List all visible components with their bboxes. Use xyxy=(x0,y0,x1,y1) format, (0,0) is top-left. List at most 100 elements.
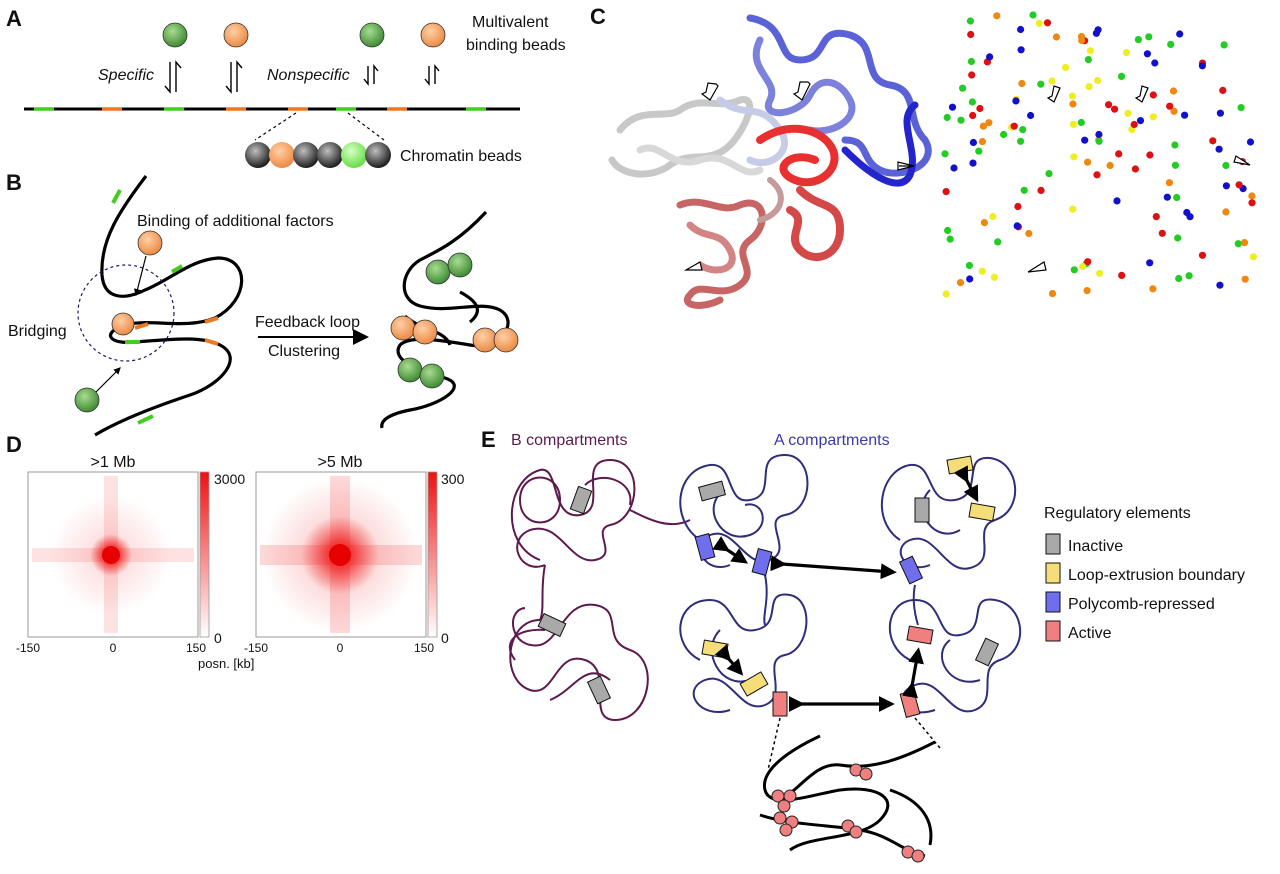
bridging-label: Bridging xyxy=(8,323,67,340)
orange-binding-bead xyxy=(493,327,519,353)
particle xyxy=(1113,197,1121,205)
tick-left-2: -150 xyxy=(244,641,268,655)
particle xyxy=(944,226,952,235)
particle xyxy=(1070,266,1078,274)
orange-binding-bead xyxy=(390,315,416,341)
particle xyxy=(1077,32,1086,41)
particle xyxy=(968,71,976,79)
orange-site xyxy=(204,316,219,324)
particle xyxy=(1069,120,1077,128)
particle xyxy=(968,98,977,106)
green-site xyxy=(111,189,122,204)
inactive-element xyxy=(697,480,727,502)
orange-binding-bead xyxy=(111,312,135,336)
highlight-arrows xyxy=(683,81,915,271)
colorbar1-max: 3000 xyxy=(214,471,245,487)
particle xyxy=(1070,153,1078,161)
particle xyxy=(1048,77,1056,85)
tick-right-1: 150 xyxy=(186,641,206,655)
interaction-arrows xyxy=(712,465,979,712)
bridging-circle xyxy=(77,264,175,362)
chromatin-beads-label: Chromatin beads xyxy=(400,148,522,165)
particle xyxy=(1043,19,1052,27)
a-compartment-loops xyxy=(679,453,1022,714)
green-site xyxy=(137,414,154,425)
polymer-rendering xyxy=(608,14,932,309)
heatmap2-title: >5 Mb xyxy=(318,454,363,471)
particle xyxy=(1037,80,1045,88)
particle xyxy=(1216,109,1224,117)
particle xyxy=(1095,130,1103,139)
green-binding-bead xyxy=(425,259,451,285)
particle xyxy=(946,235,954,243)
particle xyxy=(990,273,999,281)
panel-c: C xyxy=(590,4,1257,309)
particle xyxy=(1170,107,1178,115)
boundary-interaction xyxy=(953,465,979,503)
particle xyxy=(1248,199,1256,207)
particle xyxy=(1084,56,1092,64)
binding-additional-label: Binding of additional factors xyxy=(137,213,334,230)
arrow-marker xyxy=(1233,155,1251,166)
tick-mid-1: 0 xyxy=(110,641,117,655)
particle xyxy=(941,150,949,158)
particle xyxy=(1062,63,1070,71)
arrow-marker xyxy=(792,81,811,101)
orange-binding-bead xyxy=(137,230,163,256)
active-element xyxy=(906,625,934,645)
particle xyxy=(1237,104,1245,112)
particle xyxy=(1235,181,1243,189)
particle xyxy=(1222,182,1230,190)
particle xyxy=(989,212,997,221)
particle xyxy=(1173,193,1181,202)
highlight-arrows xyxy=(1027,85,1251,273)
panel-d: D >1 Mb 3000 0 >5 Mb 300 0 -150 0 150 -1… xyxy=(6,432,465,671)
b-compartments-label: B compartments xyxy=(511,432,627,449)
particle xyxy=(1079,262,1087,271)
particle xyxy=(1069,205,1077,213)
colorbar2-max: 300 xyxy=(441,471,465,487)
particle xyxy=(1209,137,1217,145)
particle xyxy=(1111,105,1119,113)
arrow-marker xyxy=(1046,85,1061,103)
particle xyxy=(967,57,976,66)
particle xyxy=(969,159,977,167)
particle xyxy=(1086,47,1094,55)
particle xyxy=(1035,19,1043,27)
panel-a-label: A xyxy=(6,6,22,31)
particle xyxy=(975,147,983,155)
panel-b-label: B xyxy=(6,170,22,195)
legend-swatch-inactive xyxy=(1045,533,1061,555)
equilibrium-arrows xyxy=(164,60,440,94)
particle xyxy=(1045,170,1053,178)
particle xyxy=(1176,30,1184,38)
particle xyxy=(1222,161,1230,170)
particle xyxy=(1216,281,1224,289)
inactive-element xyxy=(586,675,612,705)
chromatin-fiber-left xyxy=(94,175,244,437)
particle xyxy=(1018,79,1026,88)
particle xyxy=(1069,100,1077,108)
particle xyxy=(1163,193,1171,201)
particle xyxy=(950,164,958,172)
particle xyxy=(966,275,974,283)
inactive-element xyxy=(974,637,1000,667)
active-interaction xyxy=(902,647,924,699)
particle xyxy=(1136,117,1145,125)
particle xyxy=(1165,179,1173,187)
particle xyxy=(1081,136,1089,144)
arrow-marker xyxy=(700,82,719,101)
polycomb-element xyxy=(898,555,924,585)
particle xyxy=(1083,287,1091,295)
particle xyxy=(1130,120,1138,129)
zoom-guide xyxy=(767,717,781,771)
particle xyxy=(993,12,1001,20)
legend-label-boundary: Loop-extrusion boundary xyxy=(1068,567,1245,584)
tick-mid-2: 0 xyxy=(337,641,344,655)
particle xyxy=(1152,213,1160,221)
inactive-element xyxy=(914,497,930,523)
inactive-element xyxy=(537,612,567,638)
particle xyxy=(1198,62,1206,70)
particle xyxy=(1092,29,1100,37)
particle xyxy=(1012,97,1020,105)
